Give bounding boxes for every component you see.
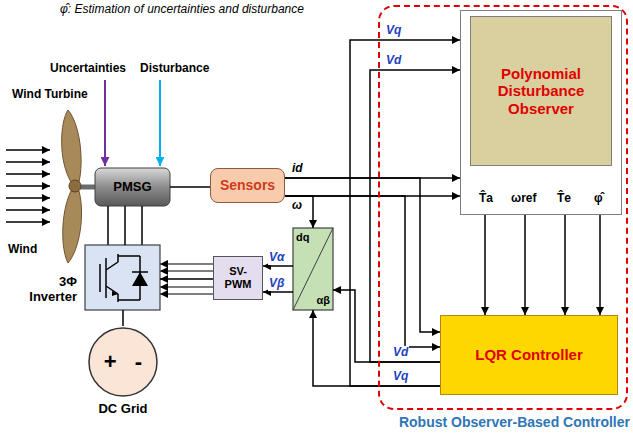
- uncertainty-arrows: [159, 80, 161, 166]
- wind-arrows: [6, 150, 50, 222]
- inverter-symbol: [112, 291, 118, 296]
- inverter-symbol: [117, 254, 119, 262]
- gate-signals: [160, 293, 213, 294]
- inverter-box: 3Φ Inverter: [85, 245, 160, 310]
- gate-signals: [160, 263, 213, 264]
- signal-name: id: [292, 162, 303, 176]
- wind-arrows: [6, 185, 50, 186]
- node-title: Robust Observer-Based Controller: [399, 414, 630, 430]
- signal-name: Vβ: [268, 277, 285, 291]
- node-title: LQR Controller: [475, 346, 583, 363]
- power-wires: [141, 206, 143, 245]
- wind-turbine: [62, 110, 81, 182]
- transform-box: dq αβ: [293, 228, 333, 310]
- generator-box: PMSG: [95, 168, 170, 206]
- inverter-symbol: [118, 255, 140, 257]
- power-wires: [108, 206, 142, 245]
- inverter-symbol: [100, 254, 148, 302]
- node-title: dq: [296, 231, 309, 244]
- node-title: PMSG: [113, 180, 151, 195]
- signal-wire: [524, 215, 526, 315]
- inverter-symbol: [85, 245, 160, 310]
- note-text: φ̂: Estimation of uncertainties and dist…: [60, 3, 304, 17]
- wind-arrows: [6, 161, 50, 162]
- pmsg-body: [95, 168, 170, 206]
- node-title: SV-PWM: [217, 265, 259, 290]
- signal-wire: [285, 178, 440, 332]
- signal-name: ω: [292, 199, 302, 213]
- gate-signals: [160, 264, 213, 294]
- wind-turbine: [69, 180, 81, 192]
- input-label: Uncertainties: [50, 62, 126, 76]
- sensor-box: Sensors: [210, 168, 285, 203]
- pmsg-body: [95, 168, 170, 206]
- observer-box: Polynomial Disturbance Observer: [460, 10, 622, 215]
- input-label: Disturbance: [140, 62, 209, 76]
- gate-signals: [160, 270, 213, 271]
- node-text: DC Grid: [73, 402, 173, 417]
- signal-wire: [599, 215, 601, 315]
- part-name: Wind: [8, 243, 37, 257]
- uncertainty-arrows: [105, 80, 160, 166]
- signal-wire: [333, 290, 440, 362]
- inverter-symbol: [117, 294, 119, 302]
- signal-wire: [564, 215, 566, 315]
- inverter-symbol: [105, 258, 107, 298]
- signal-wire: [263, 291, 293, 293]
- node-title: Polynomial Disturbance Observer: [470, 16, 612, 166]
- signal-wire: [484, 215, 486, 315]
- wind-arrows: [6, 173, 50, 174]
- wind-arrows: [6, 221, 50, 222]
- inverter-symbol: [85, 245, 160, 310]
- node-title: Sensors: [220, 177, 275, 193]
- node-title: + -: [104, 349, 142, 374]
- signal-wire: [285, 196, 440, 347]
- signal-name: Vd: [385, 54, 402, 68]
- wind-turbine: [62, 110, 96, 263]
- signal-name: Vq: [385, 24, 402, 38]
- signal-wire: [170, 186, 210, 188]
- inverter-symbol: [132, 272, 148, 286]
- signal-wire: [160, 278, 213, 280]
- signal-wire: [285, 196, 313, 228]
- dc-grid-circle: + -DC Grid: [83, 326, 163, 398]
- signal-name: Vα: [268, 251, 285, 265]
- transform-block: [293, 228, 333, 310]
- wind-arrows: [6, 149, 50, 150]
- node-title: 3Φ Inverter: [13, 275, 77, 305]
- inverter-symbol: [106, 262, 118, 270]
- circle-outline: [89, 328, 157, 396]
- node-text: αβ: [317, 294, 330, 307]
- inverter-symbol: [118, 299, 140, 301]
- gate-signals: [160, 286, 213, 287]
- signal-wire: [263, 265, 293, 267]
- wind-turbine: [63, 191, 82, 263]
- wind-arrows: [6, 209, 50, 210]
- part-name: Wind Turbine: [12, 88, 88, 102]
- signal-name: Vd: [392, 346, 409, 360]
- power-wires: [107, 206, 109, 245]
- signal-wire: [122, 310, 124, 326]
- transform-block: [293, 228, 333, 310]
- signal-wire: [313, 310, 440, 386]
- inverter-symbol: [99, 264, 101, 292]
- signal-name: Vq: [392, 370, 409, 384]
- signal-wire: [124, 206, 126, 245]
- pwm-box: SV-PWM: [213, 256, 263, 300]
- wind-arrows: [6, 197, 50, 198]
- lqr-box: LQR Controller: [440, 315, 618, 395]
- controller-region: Robust Observer-Based ControllerPolynomi…: [378, 5, 628, 410]
- uncertainty-arrows: [104, 80, 106, 166]
- transform-block: [293, 228, 333, 310]
